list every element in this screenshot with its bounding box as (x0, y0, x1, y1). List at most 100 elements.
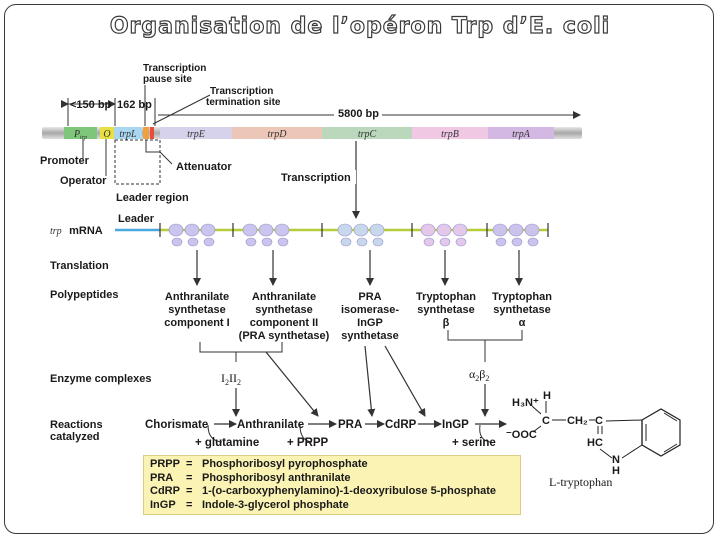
pause-site-label-2: pause site (143, 74, 192, 85)
distance-bar-162: 162 bp (114, 98, 156, 126)
gene-label-trpc: trpC (358, 129, 377, 140)
nascent-peptide-14 (511, 237, 523, 247)
legend-abbr: PRPP (150, 458, 180, 470)
nascent-peptide-8 (356, 237, 368, 247)
legend-eq: = (186, 458, 193, 470)
reactions-label-2: catalyzed (50, 431, 100, 443)
pra: PRA (338, 419, 362, 431)
nascent-peptide-3 (203, 237, 215, 247)
legend-abbr: CdRP (150, 485, 180, 497)
gene-trpd (232, 127, 322, 139)
operator-label: Operator (60, 175, 107, 187)
nascent-peptide-4 (245, 237, 257, 247)
attenuator-label: Attenuator (176, 161, 232, 173)
legend-row-prpp: PRPP = Phosphoribosyl pyrophosphate (150, 458, 514, 472)
gene-trpb (412, 127, 488, 139)
trp-nh: H (612, 465, 620, 477)
transcription-label: Transcription (281, 172, 351, 184)
slide-frame (4, 4, 714, 534)
legend-abbr: InGP (150, 498, 176, 511)
legend-row-ingp: InGP = Indole-3-glycerol phosphate (150, 499, 514, 513)
ribosome-9 (420, 223, 436, 237)
legend-text: 1-(o-carboxyphenylamino)-1-deoxyribulose… (202, 485, 496, 497)
complex-left-label: I2II2 (221, 371, 241, 387)
ribosome-3 (242, 223, 258, 237)
gene-label-o: O (103, 129, 110, 140)
nascent-peptide-11 (439, 237, 451, 247)
ribosome-14 (524, 223, 540, 237)
prpp: + PRPP (287, 437, 329, 449)
enzyme-complexes-label: Enzyme complexes (50, 373, 152, 385)
gene-label-trpe: trpE (187, 129, 205, 140)
trp-ring-c: C (595, 415, 603, 427)
slide-title: Organisation de l’opéron Trp d’E. coli (109, 13, 611, 39)
trp-h3n: H₃N⁺ (512, 397, 539, 409)
leader-label: Leader (118, 213, 155, 225)
nascent-peptide-15 (527, 237, 539, 247)
nascent-peptide-12 (455, 237, 467, 247)
gene-label-trpl: trpL (119, 129, 137, 140)
trp-ch2: CH₂ (567, 415, 588, 427)
nascent-peptide-5 (261, 237, 273, 247)
complex-right-label: α2β2 (469, 367, 489, 383)
pause-site-label-1: Transcription (143, 63, 206, 74)
legend-row-cdrp: CdRP=1-(o-carboxyphenylamino)-1-deoxyrib… (150, 485, 514, 499)
cdrp: CdRP (385, 419, 417, 431)
ribosome-7 (353, 223, 369, 237)
gene-trpl (114, 127, 142, 139)
gene-p (64, 127, 97, 139)
tryptophan-name: L-tryptophan (549, 475, 612, 489)
termination-site-label-1: Transcription (210, 86, 273, 97)
nascent-peptide-7 (340, 237, 352, 247)
distance-bar-150: <150 bp (61, 98, 116, 126)
trp-n: N (612, 454, 620, 466)
gene-trpc (322, 127, 412, 139)
nascent-peptide-9 (372, 237, 384, 247)
legend-text: Phosphoribosyl pyrophosphate (202, 458, 368, 470)
trp-coo: ⁻OOC (506, 429, 537, 441)
gene-trpe (160, 127, 232, 139)
gene-trpa (488, 127, 554, 139)
nascent-peptide-1 (171, 237, 183, 247)
ribosome-12 (492, 223, 508, 237)
translation-label: Translation (50, 260, 109, 272)
translation-arrows (193, 250, 523, 286)
legend-eq: = (186, 498, 193, 511)
leader-region-label: Leader region (116, 192, 189, 204)
gene-label-trpa: trpA (512, 129, 531, 140)
legend-abbr: PRA (150, 471, 174, 484)
nascent-peptide-6 (277, 237, 289, 247)
serine: + serine (452, 437, 496, 449)
legend-text: Indole-3-glycerol phosphate (202, 498, 349, 511)
ribosome-13 (508, 223, 524, 237)
tryptophan-structure: H H₃N⁺ C CH₂ C ⁻OOC HC N H L-tryptophan (506, 390, 681, 489)
promoter-label: Promoter (40, 155, 90, 167)
ribosome-8 (369, 223, 385, 237)
ribosomes (168, 223, 540, 247)
complex-bracket-right (447, 330, 523, 341)
ribosome-5 (274, 223, 290, 237)
dist-150-label: <150 bp (70, 99, 112, 111)
termination-marker (150, 127, 154, 139)
mrna-label: trp mRNA (50, 221, 103, 238)
distance-bar-5800: 5800 bp (158, 106, 581, 120)
complex-bracket-left (199, 342, 283, 353)
termination-site-label-2: termination site (206, 97, 281, 108)
attenuator-marker (143, 127, 149, 139)
ribosome-10 (436, 223, 452, 237)
gene-label-trpd: trpD (268, 129, 288, 140)
ingp: InGP (442, 419, 469, 431)
nascent-peptide-13 (495, 237, 507, 247)
mrna-gene-boundaries (159, 223, 549, 237)
legend-text: Phosphoribosyl anthranilate (202, 471, 351, 484)
ribosome-11 (452, 223, 468, 237)
reaction-chain: Chorismate Anthranilate PRA CdRP InGP + … (145, 419, 507, 449)
glutamine: + glutamine (195, 437, 259, 449)
nascent-peptide-10 (423, 237, 435, 247)
